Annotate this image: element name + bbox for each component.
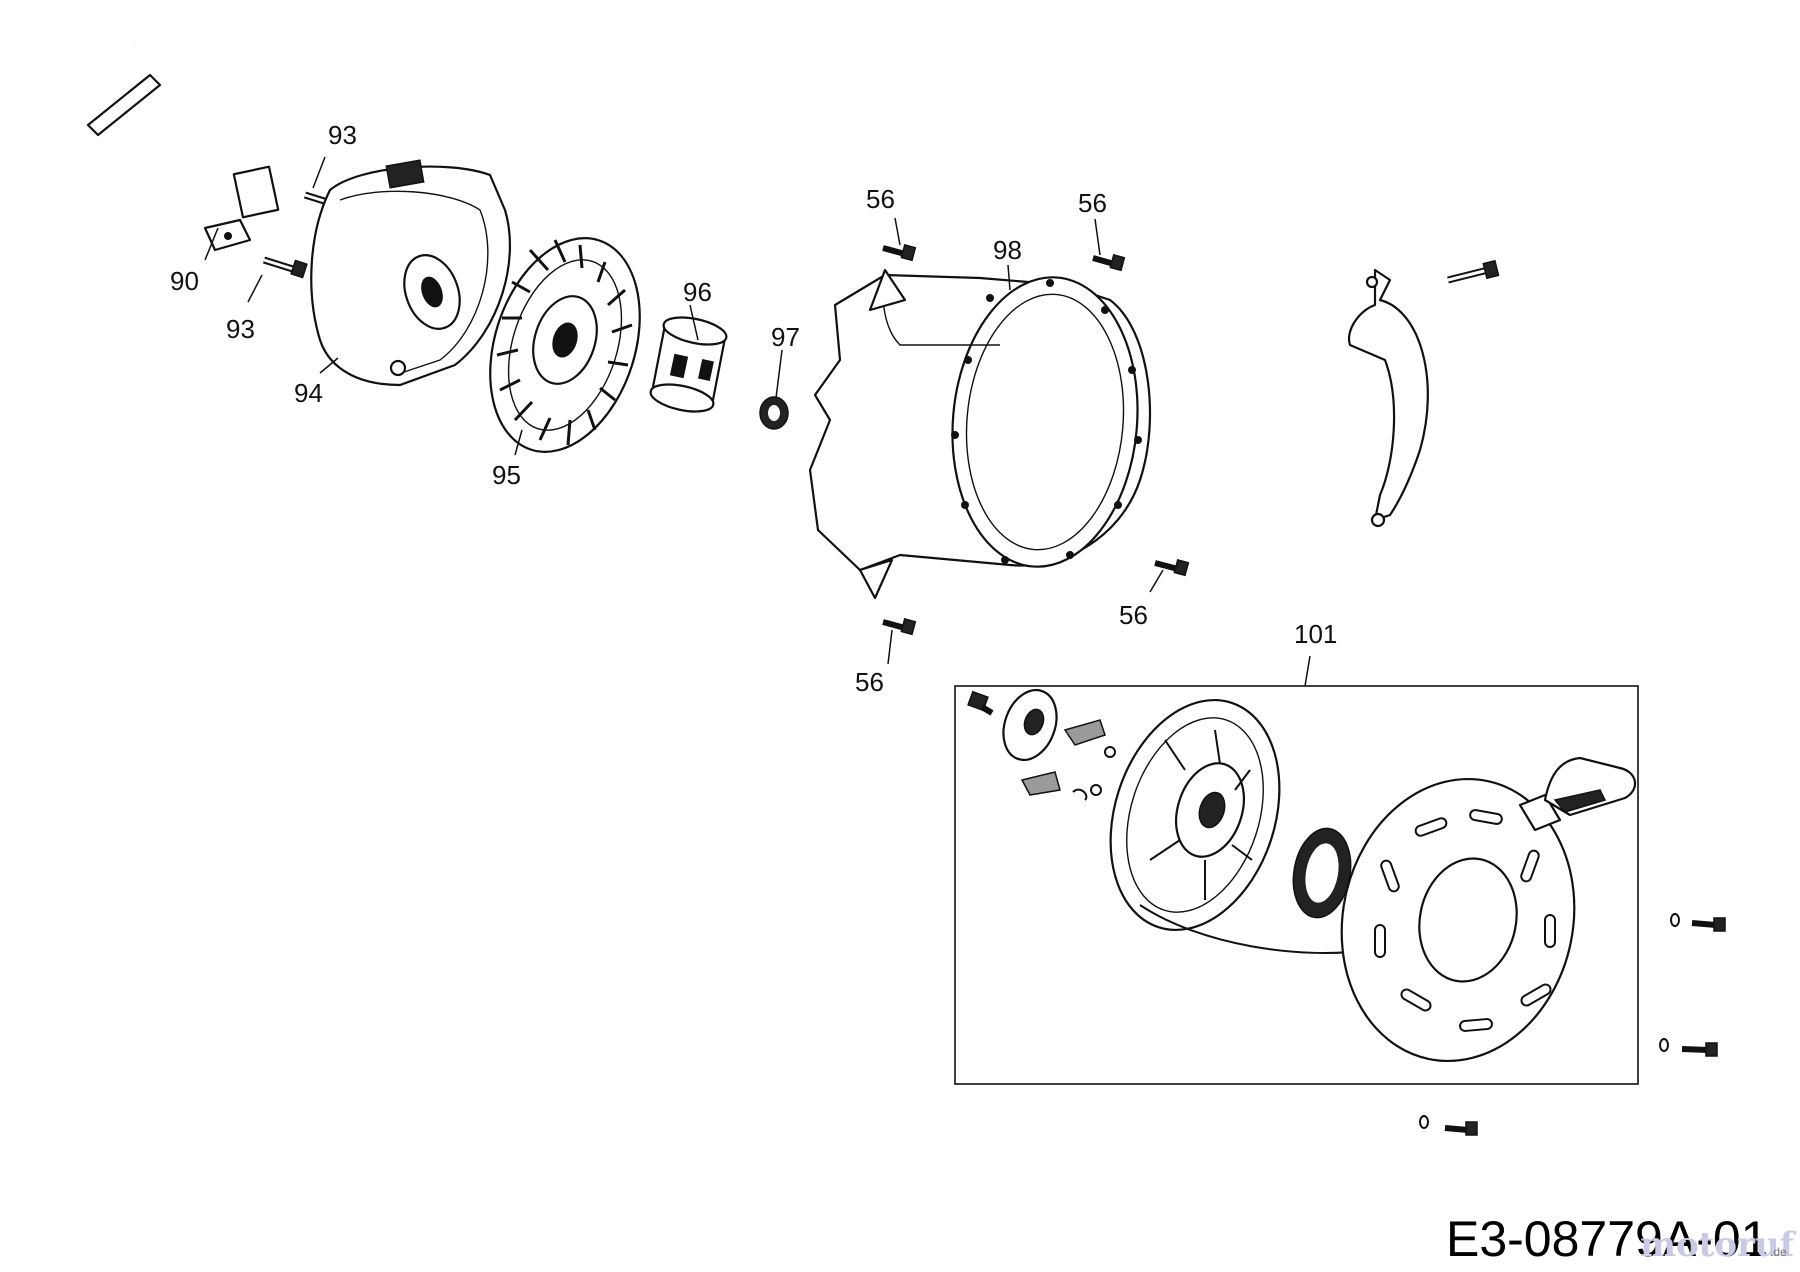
leader-93-lower — [247, 274, 263, 303]
callout-97: 97 — [771, 322, 800, 352]
leader-90 — [204, 227, 219, 261]
callout-56-lower-left: 56 — [855, 667, 884, 697]
callout-56-lower-right: 56 — [1119, 600, 1148, 630]
fan-housing-illustration — [808, 268, 1152, 600]
flywheel-fan-illustration — [489, 237, 641, 453]
watermark-logo: motoruf — [1640, 1225, 1797, 1265]
bolt-56-upper-right — [1092, 253, 1126, 272]
callout-56-upper-left: 56 — [866, 184, 895, 214]
bolt-washer-2 — [1659, 1038, 1718, 1057]
callout-93-upper: 93 — [328, 120, 357, 150]
callout-56-upper-right: 56 — [1078, 188, 1107, 218]
bolt-washer-3 — [1419, 1115, 1478, 1136]
recoil-starter-frame — [954, 685, 1639, 1085]
shield-plate-illustration — [1347, 268, 1429, 528]
bolt-56-lower-right — [1154, 558, 1190, 577]
leader-56-upper-right — [1094, 218, 1101, 256]
leader-97 — [775, 349, 783, 399]
ignition-coil-illustration — [86, 42, 293, 252]
callout-90: 90 — [170, 266, 199, 296]
leader-56-lower-right — [1149, 569, 1164, 593]
starter-cup-illustration — [649, 316, 728, 413]
leader-lines — [204, 156, 1311, 687]
leader-56-upper-left — [894, 217, 901, 246]
flywheel-cover-illustration — [310, 159, 512, 387]
leader-96 — [689, 304, 699, 341]
leader-101 — [1304, 655, 1311, 687]
callout-94: 94 — [294, 378, 323, 408]
callout-95: 95 — [492, 460, 521, 490]
bolt-shield — [1447, 259, 1500, 284]
drawing-code: E3-08779A-01 — [1446, 1211, 1768, 1267]
bolt-56-upper-left — [882, 243, 917, 262]
bolt-washer-1 — [1670, 913, 1726, 932]
callout-96: 96 — [683, 277, 712, 307]
leader-94 — [319, 357, 339, 374]
leader-56-lower-left — [887, 629, 893, 665]
callout-93-lower: 93 — [226, 314, 255, 344]
recoil-starter-illustration — [967, 689, 1636, 1063]
bolt-56-lower-left — [882, 617, 917, 636]
watermark-suffix: .de — [1770, 1245, 1787, 1259]
nut-illustration — [759, 396, 789, 430]
callout-98: 98 — [993, 235, 1022, 265]
leader-98 — [1007, 264, 1011, 291]
leader-93-upper — [312, 156, 326, 189]
callout-101: 101 — [1294, 619, 1337, 649]
bolt-93-lower — [262, 256, 308, 279]
leader-95 — [514, 429, 523, 456]
